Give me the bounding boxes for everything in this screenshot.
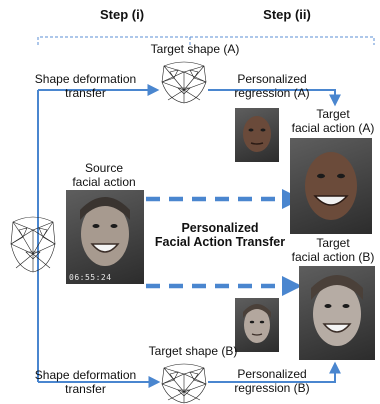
target-action-b-label: Target facial action (B) [291, 236, 375, 264]
shape-transfer-top-label: Shape deformation transfer [34, 72, 137, 100]
target-shape-b-label: Target shape (B) [148, 344, 238, 358]
step-i-label: Step (i) [99, 7, 145, 22]
source-timestamp: 06:55:24 [69, 273, 112, 282]
target-shape-a-label: Target shape (A) [150, 42, 240, 56]
top-regression-arrow [208, 89, 341, 107]
bottom-regression-arrow [208, 361, 341, 383]
center-title: Personalized Facial Action Transfer [154, 221, 286, 249]
source-action-photo: 06:55:24 [66, 190, 144, 284]
source-mesh [10, 216, 56, 273]
target-action-a-label: Target facial action (A) [291, 107, 375, 135]
shape-transfer-bottom-label: Shape deformation transfer [34, 368, 137, 396]
regression-b-label: Personalized regression (B) [234, 367, 310, 395]
target-b-neutral-photo [235, 298, 279, 352]
target-a-neutral-photo [235, 108, 279, 162]
target-shape-b-mesh [161, 363, 207, 404]
source-action-label: Source facial action [72, 161, 136, 189]
target-b-action-photo [299, 266, 375, 360]
target-shape-a-mesh [161, 61, 207, 104]
regression-a-label: Personalized regression (A) [234, 72, 310, 100]
target-a-action-photo [290, 138, 372, 234]
step-ii-bracket [190, 36, 375, 45]
step-ii-label: Step (ii) [263, 7, 311, 22]
